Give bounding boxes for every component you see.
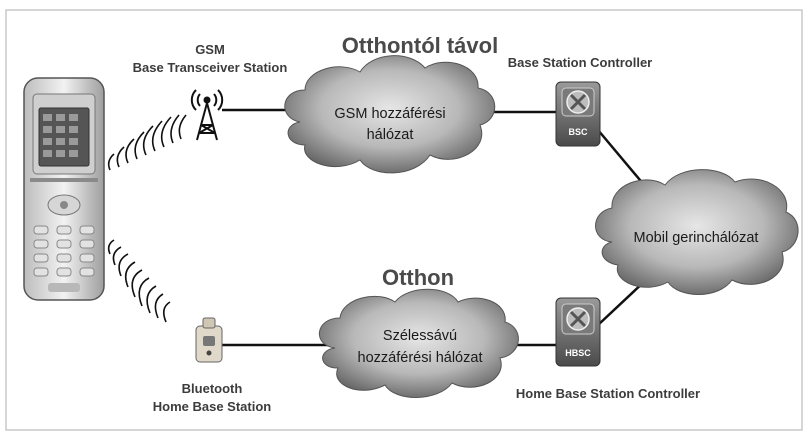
- cloud-gsm-access: GSM hozzáférési hálózat: [284, 55, 496, 174]
- gsm-bts-label-1: GSM: [195, 42, 225, 57]
- bsc-controller-icon: BSC: [555, 81, 601, 147]
- bsc-label: Base Station Controller: [508, 55, 652, 70]
- cloud-gsm-label-1: GSM hozzáférési: [334, 106, 445, 122]
- cloud-broadband-label-2: hozzáférési hálózat: [358, 350, 483, 366]
- title-away-from-home: Otthontól távol: [342, 33, 498, 58]
- hbsc-label: Home Base Station Controller: [516, 386, 700, 401]
- cloud-broadband-label-1: Szélessávú: [383, 328, 457, 344]
- gsm-bts-label-2: Base Transceiver Station: [133, 60, 288, 75]
- bluetooth-base-station-icon: [195, 317, 223, 363]
- cloud-mobile-core: Mobil gerinchálózat: [595, 169, 799, 295]
- bluetooth-hbs-label-1: Bluetooth: [182, 381, 243, 396]
- title-at-home: Otthon: [382, 265, 454, 290]
- cloud-core-label: Mobil gerinchálózat: [634, 230, 759, 246]
- hbsc-controller-icon: HBSC: [555, 297, 601, 367]
- cloud-broadband-access: Szélessávú hozzáférési hálózat: [318, 288, 519, 398]
- cloud-gsm-label-2: hálózat: [367, 127, 414, 143]
- mobile-phone-icon: [23, 77, 105, 301]
- antenna-tower-icon: [190, 89, 224, 141]
- bsc-badge: BSC: [568, 127, 588, 137]
- radio-waves-to-bluetooth: [107, 239, 171, 323]
- bluetooth-hbs-label-2: Home Base Station: [153, 399, 272, 414]
- hbsc-badge: HBSC: [565, 348, 591, 358]
- radio-waves-to-bts: [107, 114, 187, 171]
